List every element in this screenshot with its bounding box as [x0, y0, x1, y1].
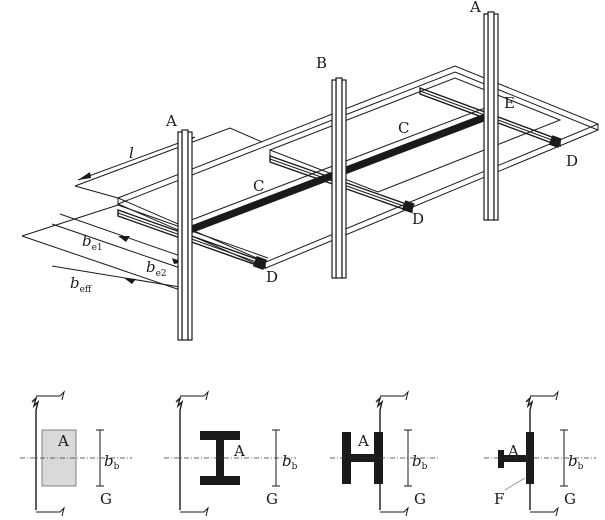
- column-left: [177, 129, 193, 341]
- detail-2-ground-label: G: [266, 490, 278, 508]
- detail-2-section-label: A: [233, 442, 245, 460]
- column-right: [483, 11, 499, 221]
- detail-4-dim-sub: b: [578, 462, 584, 472]
- detail-2: A bb G: [164, 390, 298, 517]
- svg-text:beff: beff: [70, 274, 92, 295]
- beff-sub: eff: [80, 285, 92, 295]
- beam-label-c-right: C: [398, 119, 409, 137]
- detail-1-dim-main: b: [104, 452, 114, 470]
- edge-label-d-3: D: [566, 152, 578, 170]
- detail-3-dim-sub: b: [422, 462, 428, 472]
- detail-4: A bb G F: [484, 390, 596, 517]
- detail-4-extra-label: F: [494, 490, 504, 508]
- detail-1-ground-label: G: [100, 490, 112, 508]
- detail-3-ground-label: G: [414, 490, 426, 508]
- detail-1: A bb G: [20, 390, 132, 517]
- be1-sub: e1: [92, 243, 103, 253]
- length-label: l: [129, 144, 134, 162]
- svg-text:bb: bb: [282, 452, 298, 472]
- column-mid: [331, 77, 347, 279]
- edge-label-d-1: D: [266, 268, 278, 286]
- svg-text:bb: bb: [104, 452, 120, 472]
- detail-3: A bb G: [330, 390, 440, 517]
- svg-text:be1: be1: [82, 232, 103, 253]
- detail-4-dim-main: b: [568, 452, 578, 470]
- detail-3-dim-main: b: [412, 452, 422, 470]
- column-label-a-right: A: [469, 0, 481, 16]
- be2-main: b: [146, 258, 156, 276]
- beff-main: b: [70, 274, 80, 292]
- detail-4-section-label: A: [507, 442, 519, 460]
- joint-label-e: E: [504, 94, 515, 112]
- beam-label-c-left: C: [253, 177, 264, 195]
- width-dimensions: be1 be2 beff: [51, 213, 187, 295]
- detail-1-dim-sub: b: [114, 462, 120, 472]
- column-label-b: B: [316, 54, 327, 72]
- detail-2-dim-main: b: [282, 452, 292, 470]
- detail-2-dim-sub: b: [292, 462, 298, 472]
- be2-sub: e2: [156, 269, 167, 279]
- secondary-beam-left: [117, 209, 268, 271]
- svg-text:be2: be2: [146, 258, 167, 279]
- be1-main: b: [82, 232, 92, 250]
- detail-3-section-label: A: [357, 432, 369, 450]
- column-label-a-left: A: [165, 112, 177, 130]
- svg-text:bb: bb: [568, 452, 584, 472]
- detail-1-section-label: A: [57, 432, 69, 450]
- edge-label-d-2: D: [412, 210, 424, 228]
- effective-width-zone: [21, 127, 269, 293]
- detail-4-ground-label: G: [564, 490, 576, 508]
- svg-text:bb: bb: [412, 452, 428, 472]
